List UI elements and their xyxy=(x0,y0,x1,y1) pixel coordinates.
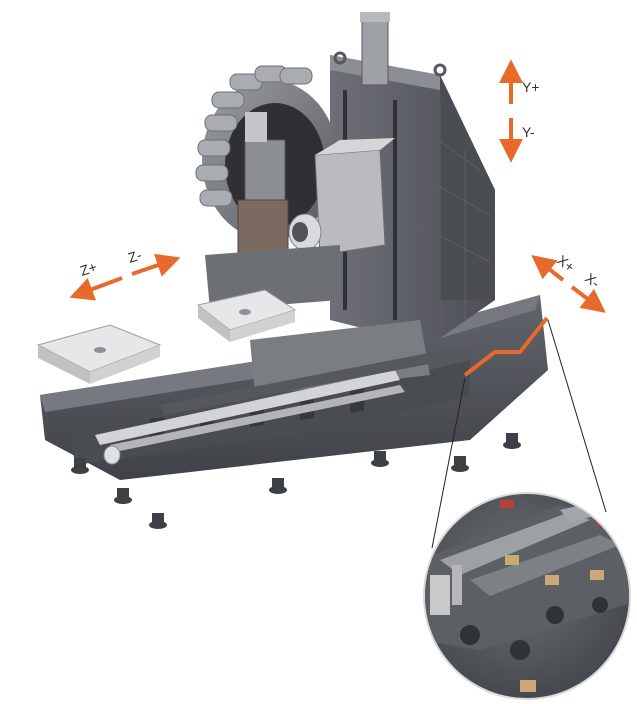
z-axis-arrows xyxy=(69,253,181,301)
x-minus-label: X- xyxy=(582,270,603,291)
z-plus-label: Z+ xyxy=(78,258,99,278)
y-minus-label: Y- xyxy=(522,124,535,140)
y-axis-motor xyxy=(361,14,389,86)
magnifier-icon xyxy=(423,492,631,700)
spindle-icon xyxy=(288,138,395,256)
highlighted-edge xyxy=(463,316,549,377)
x-plus-label: X+ xyxy=(554,252,578,275)
z-minus-label: Z- xyxy=(126,246,144,265)
tool-changer xyxy=(237,112,289,271)
linear-guides xyxy=(95,345,475,465)
leader-line-left xyxy=(431,377,466,549)
leader-line-right xyxy=(547,319,607,513)
x-axis-arrows xyxy=(531,255,606,313)
pallet-right xyxy=(196,289,297,342)
y-plus-label: Y+ xyxy=(522,79,540,95)
leveling-feet xyxy=(71,433,521,529)
pallet-icon xyxy=(36,324,162,384)
